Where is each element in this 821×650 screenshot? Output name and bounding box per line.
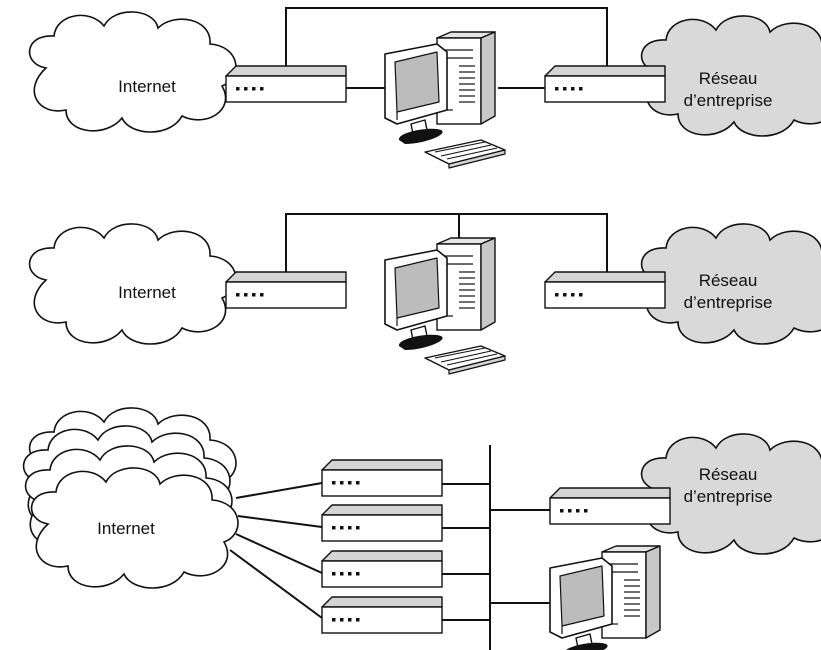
internet-label-2: Internet — [118, 283, 176, 302]
firewall-device-1b — [544, 65, 666, 103]
firewall-device-1a — [225, 65, 347, 103]
computer-3 — [549, 545, 671, 650]
router-device-3c — [321, 550, 443, 588]
enterprise-label-3a: Réseau — [699, 465, 758, 484]
diagram-2: Internet Réseau d’entreprise — [28, 213, 821, 375]
links-2 — [285, 213, 608, 276]
diagram-3: Internet Réseau d’entreprise — [22, 407, 821, 650]
firewall-device-2b — [544, 271, 666, 309]
enterprise-label-1b: d’entreprise — [684, 91, 773, 110]
internet-label-1: Internet — [118, 77, 176, 96]
enterprise-label-2b: d’entreprise — [684, 293, 773, 312]
links-3 — [229, 445, 555, 650]
router-device-3a — [321, 459, 443, 497]
computer-2 — [384, 237, 506, 375]
firewall-device-3 — [549, 487, 671, 525]
firewall-device-2a — [225, 271, 347, 309]
router-device-3d — [321, 596, 443, 634]
enterprise-label-2a: Réseau — [699, 271, 758, 290]
internet-label-3: Internet — [97, 519, 155, 538]
internet-cloud-1 — [28, 11, 237, 133]
router-device-3b — [321, 504, 443, 542]
diagram-1: Internet Réseau d’entreprise — [28, 7, 821, 169]
computer-1 — [384, 31, 506, 169]
enterprise-label-1a: Réseau — [699, 69, 758, 88]
enterprise-label-3b: d’entreprise — [684, 487, 773, 506]
